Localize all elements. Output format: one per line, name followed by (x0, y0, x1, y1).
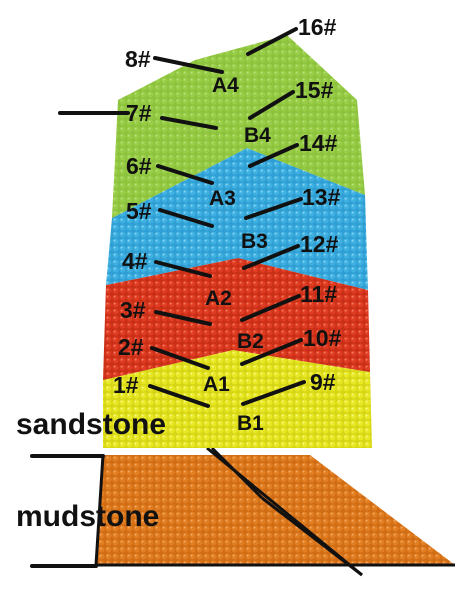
blue-zone (106, 148, 368, 290)
point-label-7: 7# (126, 100, 152, 126)
yellow-zone (103, 350, 372, 448)
zone-label-b1: B1 (237, 412, 264, 435)
zone-label-a1: A1 (203, 373, 230, 396)
point-label-13: 13# (302, 184, 341, 210)
point-label-14: 14# (299, 130, 338, 156)
red-zone (103, 258, 370, 380)
point-label-2: 2# (118, 334, 144, 360)
point-label-9: 9# (310, 369, 336, 395)
point-label-12: 12# (300, 231, 339, 257)
point-label-5: 5# (126, 198, 152, 224)
point-label-3: 3# (120, 297, 146, 323)
point-label-4: 4# (122, 248, 148, 274)
point-label-11: 11# (300, 281, 337, 307)
point-label-6: 6# (126, 153, 152, 179)
mudstone-layer (30, 446, 455, 577)
sandstone-label: sandstone (16, 408, 166, 441)
mudstone-label: mudstone (16, 500, 159, 533)
right-leader-lines (240, 27, 306, 406)
zone-label-b3: B3 (241, 230, 268, 253)
left-leader-lines (58, 56, 224, 408)
point-label-1: 1# (113, 372, 139, 398)
zone-label-a3: A3 (209, 187, 236, 210)
point-label-15: 15# (295, 77, 334, 103)
zone-label-a4: A4 (212, 74, 239, 97)
zone-label-a2: A2 (205, 287, 232, 310)
point-label-10: 10# (303, 325, 342, 351)
point-label-16: 16# (298, 14, 337, 40)
zone-label-b2: B2 (237, 330, 264, 353)
zone-label-b4: B4 (244, 124, 271, 147)
point-label-8: 8# (125, 46, 151, 72)
